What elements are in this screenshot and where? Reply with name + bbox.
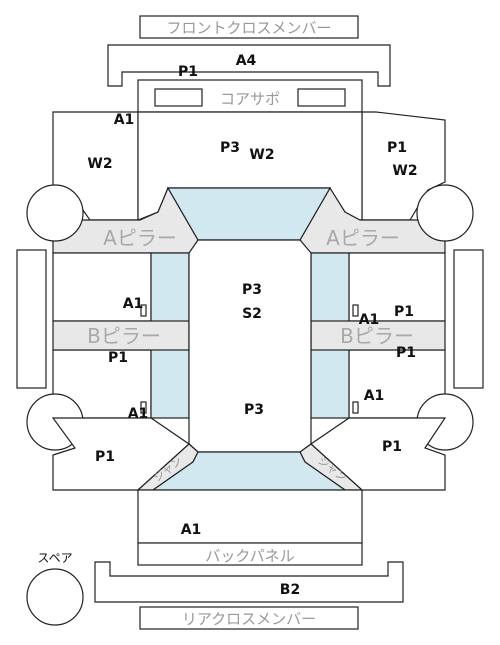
rear-right-door-code-p: P1 [396, 345, 416, 361]
front-left-corner-code: A1 [114, 112, 135, 128]
front-right-door-code: A1 [359, 312, 380, 328]
b-pillar-left [52, 320, 190, 351]
rear-member-bracket [94, 561, 404, 603]
front-left-door [52, 252, 152, 322]
left-side-sill [16, 249, 47, 389]
rear-cross-member-label: リアクロスメンバー [182, 610, 316, 628]
roof-code-p: P3 [242, 282, 262, 298]
front-left-door-code-p: P1 [108, 350, 128, 366]
core-support-slot-left [154, 88, 203, 107]
right-side-sill [453, 249, 484, 389]
front-right-wheel [416, 184, 474, 242]
hood-code-p: P3 [220, 140, 240, 156]
front-cross-member-label: フロントクロスメンバー [166, 19, 331, 37]
front-left-door-code: A1 [123, 296, 144, 312]
rear-cross-member-box [139, 606, 359, 630]
front-right-fender-code-p: P1 [387, 140, 407, 156]
front-left-wheel [26, 184, 84, 242]
trunk-code: A1 [181, 522, 202, 538]
rear-left-door-handle [140, 401, 147, 414]
rear-right-quarter-code: P1 [382, 439, 402, 455]
a-pillar-left-label: Aピラー [103, 226, 177, 250]
front-left-door-handle [140, 304, 147, 317]
rear-right-door-handle [352, 401, 359, 414]
rear-left-quarter-code: P1 [95, 449, 115, 465]
front-left-fender-code: W2 [87, 156, 112, 172]
b-pillar-left-label: Bピラー [87, 324, 161, 348]
front-right-fender-code-w: W2 [392, 163, 417, 179]
core-support-code: P1 [178, 64, 198, 80]
rear-left-quarter [51, 417, 190, 491]
core-support-slot-right [297, 88, 346, 107]
front-cross-member-box [139, 15, 359, 39]
rear-member-code: B2 [280, 582, 300, 598]
rear-right-quarter [310, 417, 447, 491]
spare-label: スペア [37, 551, 72, 565]
rear-right-door-code: A1 [364, 388, 385, 404]
hood-code-w: W2 [249, 147, 274, 163]
rear-roof-code-p: P3 [244, 402, 264, 418]
front-right-door-handle [352, 304, 359, 317]
front-right-door-code-p: P1 [394, 304, 414, 320]
front-member-code: A4 [236, 53, 257, 69]
back-panel-label: バックパネル [205, 547, 294, 565]
spare-tire [26, 568, 84, 626]
a-pillar-right-label: Aピラー [326, 226, 400, 250]
b-pillar-right [310, 320, 446, 351]
trunk-lid [137, 489, 363, 544]
back-panel-box [137, 542, 363, 566]
roof-code-s: S2 [242, 306, 262, 322]
core-support-label: コアサポ [220, 90, 280, 108]
front-member-bracket [107, 44, 391, 87]
b-pillar-right-label: Bピラー [340, 324, 414, 348]
roof-panel [188, 239, 312, 453]
